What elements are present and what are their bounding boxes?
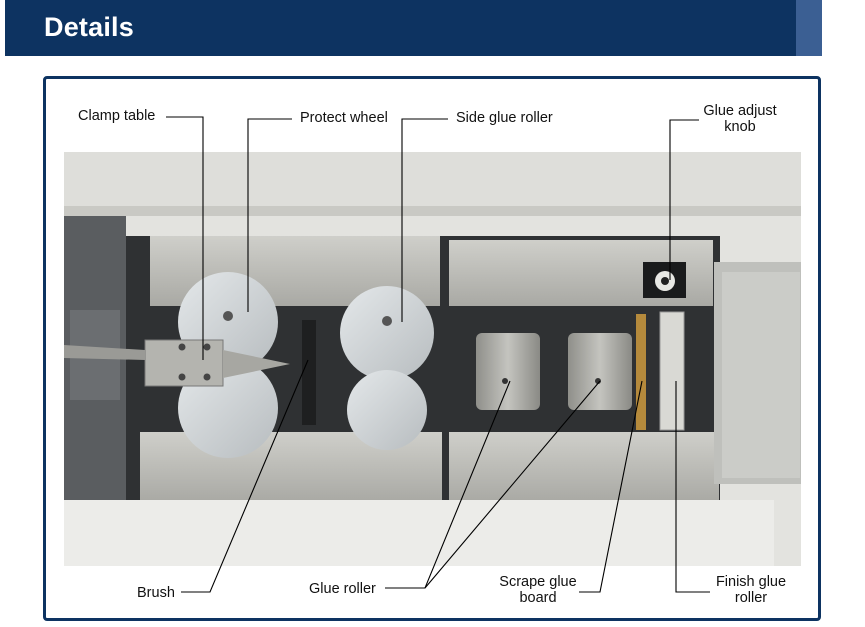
header-bar: Details [5, 0, 822, 56]
leader-scrape-glue-board [579, 380, 643, 593]
label-finish-glue-roller-line1: Finish glue [715, 574, 787, 590]
label-finish-glue-roller: Finish glue roller [709, 574, 793, 606]
header-accent [796, 0, 822, 56]
label-clamp-table: Clamp table [78, 108, 156, 124]
leader-clamp-table [166, 116, 204, 360]
scrape-glue-board [636, 314, 646, 430]
label-scrape-glue-board: Scrape glue board [494, 574, 582, 606]
top-ledge-edge [64, 206, 801, 216]
glue-roller-1 [476, 333, 540, 410]
right-side-panel-inner [722, 272, 800, 478]
clamp-bolt-1 [178, 343, 186, 351]
clamp-bolt-2 [203, 343, 211, 351]
leader-finish-glue-roller [675, 381, 710, 593]
glue-roller-2-bolt [595, 378, 601, 384]
label-brush: Brush [137, 585, 175, 601]
glue-roller-1-bolt [502, 378, 508, 384]
label-glue-roller: Glue roller [309, 581, 376, 597]
label-finish-glue-roller-line2: roller [734, 590, 768, 606]
leader-brush [181, 359, 309, 593]
leader-glue-adjust-knob [669, 119, 699, 280]
top-ledge [64, 152, 801, 214]
page-title: Details [44, 12, 134, 42]
clamp-bolt-3 [178, 373, 186, 381]
leader-protect-wheel [247, 118, 292, 312]
glue-roller-2 [568, 333, 632, 410]
clamp-bolt-4 [203, 373, 211, 381]
label-protect-wheel: Protect wheel [300, 110, 388, 126]
brush [302, 320, 316, 425]
clamp-arm [64, 345, 145, 360]
label-scrape-glue-board-line2: board [519, 590, 557, 606]
side-glue-roller-bolt [382, 316, 392, 326]
leader-side-glue-roller [401, 118, 448, 322]
lower-cover-right [449, 432, 719, 502]
side-glue-roller-top [340, 286, 434, 380]
leader-glue-roller-b [424, 380, 601, 589]
label-glue-adjust-knob: Glue adjust knob [700, 103, 780, 135]
clamp-jaw [223, 350, 290, 378]
side-glue-roller-bottom [347, 370, 427, 450]
bottom-base [64, 500, 774, 566]
glue-adjust-knob-center [661, 277, 669, 285]
label-scrape-glue-board-line1: Scrape glue [499, 574, 577, 590]
finish-glue-roller [659, 311, 685, 431]
protect-wheel-bolt [223, 311, 233, 321]
leader-lines [166, 116, 710, 593]
label-side-glue-roller: Side glue roller [456, 110, 553, 126]
label-glue-adjust-knob-line2: knob [724, 119, 756, 135]
label-glue-adjust-knob-line1: Glue adjust [703, 103, 777, 119]
